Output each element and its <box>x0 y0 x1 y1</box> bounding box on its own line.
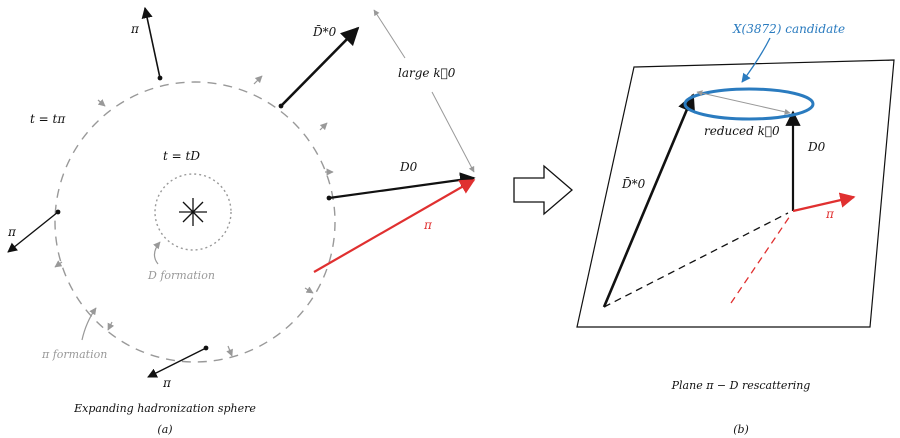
sublabel-a: (a) <box>157 423 172 436</box>
x3872-ellipse <box>683 87 815 121</box>
reduced-k-arrow <box>696 90 791 115</box>
pi-bottom-arrow <box>147 347 207 378</box>
transition-arrow-icon <box>513 164 573 216</box>
label-reduced-k: reduced k⃗0 <box>704 124 780 138</box>
rescattering-plane <box>576 59 895 328</box>
pi-left-arrow <box>7 211 59 253</box>
label-pi-bottom: π <box>162 376 172 390</box>
sublabel-b: (b) <box>733 423 749 436</box>
dstar-arrow <box>280 26 360 107</box>
large-k-arrow-upper <box>373 9 406 59</box>
hadronization-sphere <box>54 81 336 363</box>
label-pi-top: π <box>130 22 140 36</box>
dstar-arrow-b <box>602 93 696 308</box>
d0-arrow <box>328 172 476 200</box>
collision-star-icon <box>179 198 207 226</box>
label-dstar-b: D̄*0 <box>621 176 646 191</box>
caption-b: Plane π − D rescattering <box>671 379 811 392</box>
d-formation-circle <box>154 173 232 251</box>
label-pi-red: π <box>423 218 433 232</box>
pi-arrow-b <box>792 192 856 213</box>
panel-b: X(3872) candidate reduced k⃗0 D̄*0 D0 π … <box>576 22 895 436</box>
pi-red-arrow <box>313 179 476 273</box>
label-d0-b: D0 <box>807 140 826 154</box>
label-t-d: t = tD <box>163 149 200 163</box>
dashed-red-line <box>730 215 791 304</box>
pi-top-arrow <box>141 6 161 79</box>
label-pi-b: π <box>825 207 835 221</box>
d-formation-pointer <box>153 241 161 265</box>
candidate-pointer <box>741 37 771 83</box>
expansion-ticks <box>54 75 334 357</box>
caption-a: Expanding hadronization sphere <box>73 402 256 415</box>
label-large-k: large k⃗0 <box>398 66 456 80</box>
label-t-pi: t = tπ <box>30 112 66 126</box>
label-x3872: X(3872) candidate <box>732 22 845 36</box>
label-pi-formation: π formation <box>41 348 107 361</box>
label-pi-left: π <box>7 225 17 239</box>
label-d0: D0 <box>399 160 418 174</box>
pi-formation-pointer <box>81 307 97 341</box>
panel-a: π D̄*0 large k⃗0 t = tπ t = tD D0 π π D … <box>7 6 476 436</box>
label-dstar: D̄*0 <box>312 24 337 39</box>
large-k-arrow-lower <box>431 91 475 173</box>
dashed-black-line <box>603 212 789 308</box>
label-d-formation: D formation <box>147 269 215 282</box>
